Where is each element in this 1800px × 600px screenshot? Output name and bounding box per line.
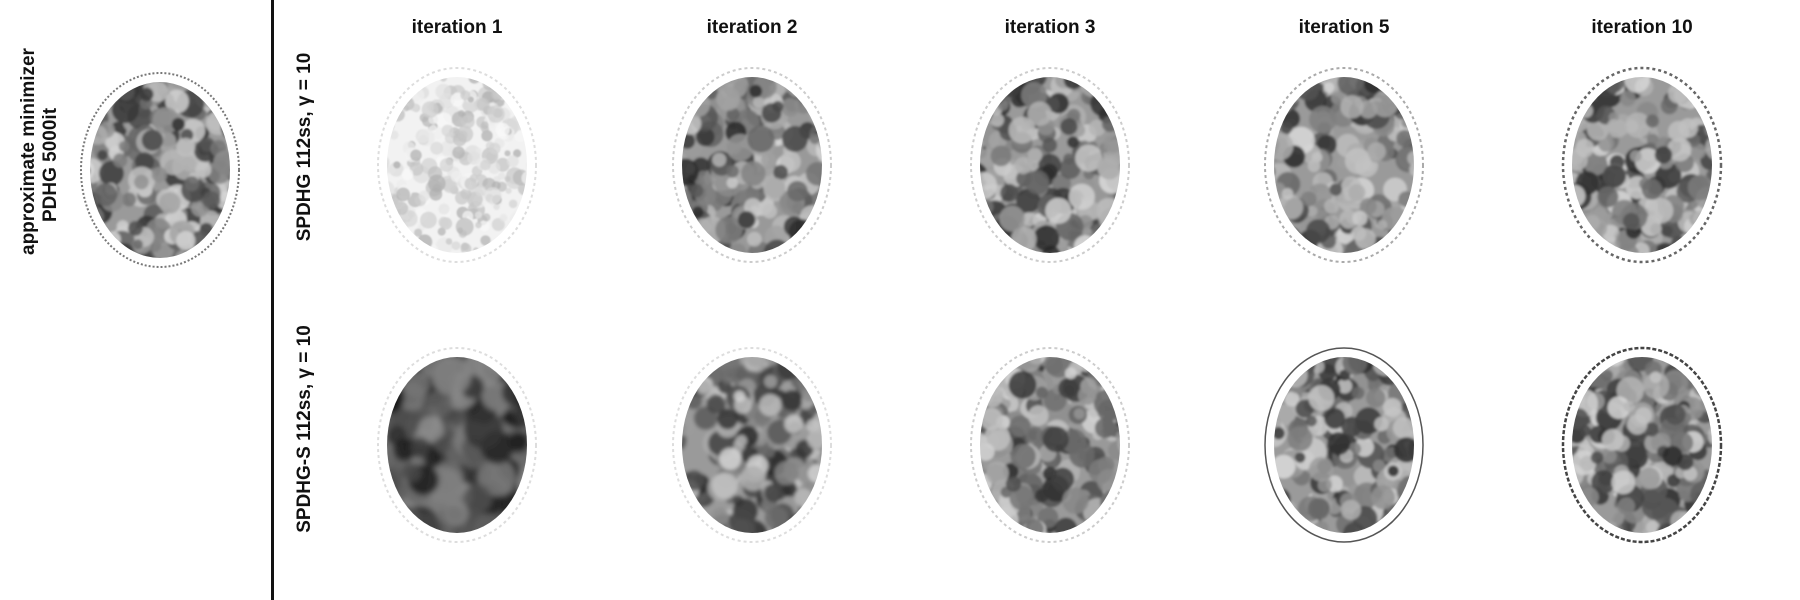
brain-slice-graphic	[377, 67, 537, 263]
brain-slice-graphic	[1264, 347, 1424, 543]
image-spdhg-s-iteration-3	[955, 340, 1145, 550]
skull-ring	[1264, 347, 1424, 543]
column-header-iteration-10: iteration 10	[1591, 17, 1693, 38]
brain-slice-graphic	[672, 67, 832, 263]
brain-slice-graphic	[1561, 66, 1723, 264]
image-spdhg-iteration-10	[1547, 60, 1737, 270]
skull-ring	[377, 67, 537, 263]
row-label-spdhg: SPDHG 112ss, γ = 10	[294, 52, 315, 242]
brain-slice-graphic	[672, 347, 832, 543]
image-spdhg-s-iteration-10	[1547, 340, 1737, 550]
reference-image	[65, 65, 255, 275]
skull-ring	[80, 72, 240, 268]
image-spdhg-s-iteration-1	[362, 340, 552, 550]
reference-label-line2: PDHG 5000it	[40, 107, 61, 223]
brain-slice-graphic	[80, 72, 240, 268]
image-spdhg-s-iteration-2	[657, 340, 847, 550]
skull-ring	[1561, 346, 1723, 544]
row-label-spdhg-s: SPDHG-S 112ss, γ = 10	[294, 325, 315, 533]
image-spdhg-iteration-1	[362, 60, 552, 270]
skull-ring	[672, 67, 832, 263]
column-header-iteration-3: iteration 3	[1004, 17, 1096, 38]
column-header-iteration-1: iteration 1	[411, 17, 503, 38]
column-header-iteration-5: iteration 5	[1298, 17, 1390, 38]
vertical-divider	[271, 0, 274, 600]
skull-ring	[970, 67, 1130, 263]
reference-label: approximate minimizer PDHG 5000it	[18, 48, 68, 255]
brain-slice-graphic	[970, 347, 1130, 543]
image-spdhg-s-iteration-5	[1249, 340, 1439, 550]
skull-ring	[377, 347, 537, 543]
skull-ring	[970, 347, 1130, 543]
image-spdhg-iteration-3	[955, 60, 1145, 270]
skull-ring	[1561, 66, 1723, 264]
brain-slice-graphic	[377, 347, 537, 543]
reference-label-line1: approximate minimizer	[18, 48, 39, 255]
skull-ring	[1264, 67, 1424, 263]
skull-ring	[672, 347, 832, 543]
image-spdhg-iteration-5	[1249, 60, 1439, 270]
image-spdhg-iteration-2	[657, 60, 847, 270]
brain-slice-graphic	[970, 67, 1130, 263]
column-header-iteration-2: iteration 2	[706, 17, 798, 38]
brain-slice-graphic	[1561, 346, 1723, 544]
brain-slice-graphic	[1264, 67, 1424, 263]
